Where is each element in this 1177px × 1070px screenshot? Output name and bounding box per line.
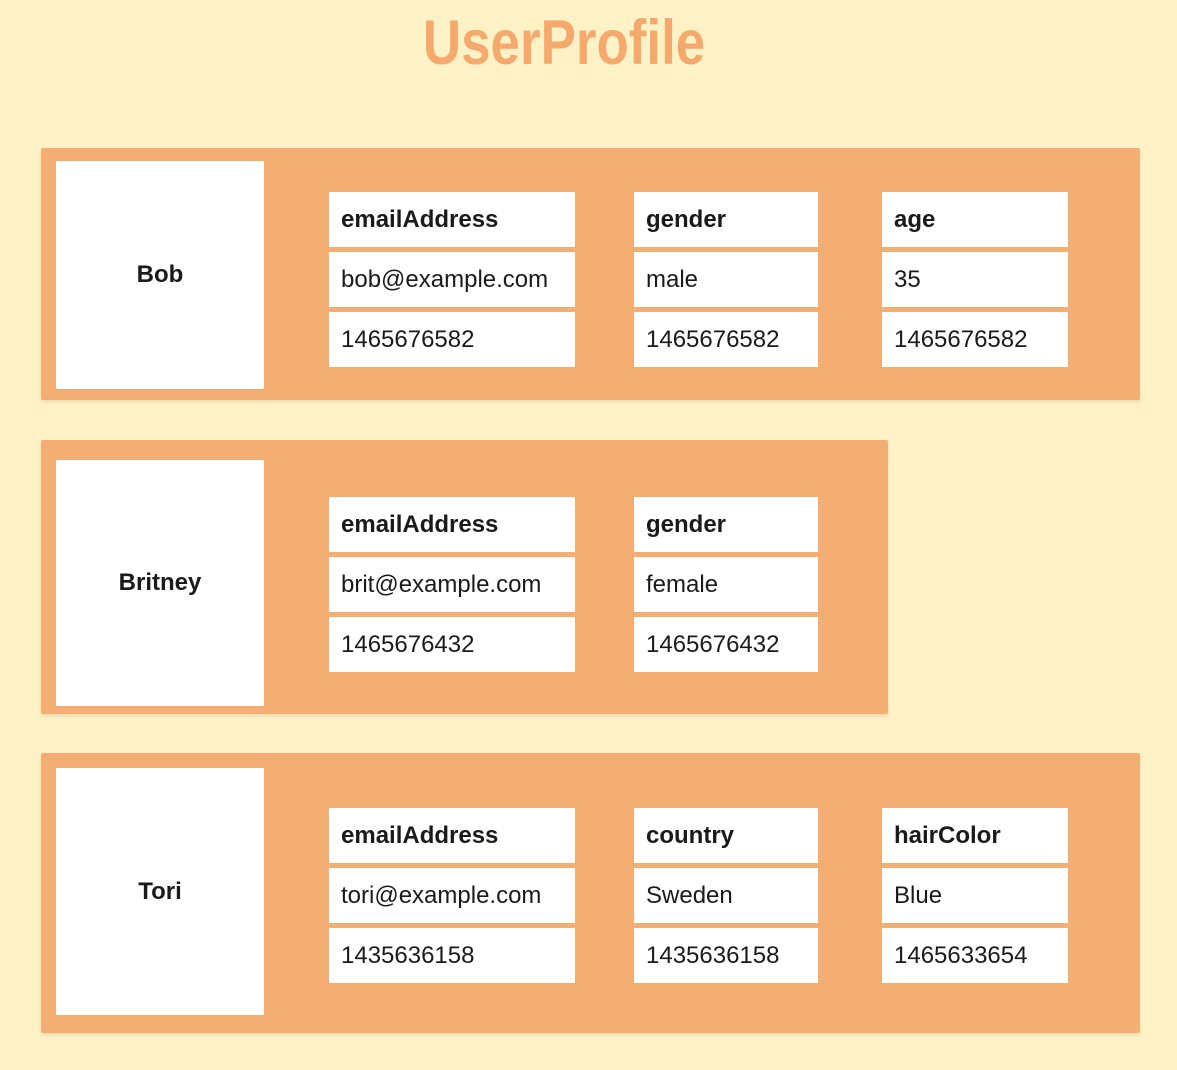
column-name-cell: gender xyxy=(634,192,818,247)
column-value-cell: Sweden xyxy=(634,868,818,923)
column-value-cell: 35 xyxy=(882,252,1068,307)
column-timestamp-cell: 1435636158 xyxy=(634,928,818,983)
column-group: emailAddress tori@example.com 1435636158 xyxy=(329,808,575,983)
column-timestamp-cell: 1465633654 xyxy=(882,928,1068,983)
column-timestamp-cell: 1465676432 xyxy=(634,617,818,672)
column-name-cell: age xyxy=(882,192,1068,247)
column-timestamp-cell: 1435636158 xyxy=(329,928,575,983)
column-group: emailAddress bob@example.com 1465676582 xyxy=(329,192,575,367)
column-value-cell: tori@example.com xyxy=(329,868,575,923)
column-group: emailAddress brit@example.com 1465676432 xyxy=(329,497,575,672)
column-timestamp-cell: 1465676582 xyxy=(882,312,1068,367)
row-key-cell: Tori xyxy=(56,768,264,1015)
row-band-bob: Bob emailAddress bob@example.com 1465676… xyxy=(41,148,1140,400)
column-name-cell: hairColor xyxy=(882,808,1068,863)
column-value-cell: brit@example.com xyxy=(329,557,575,612)
column-value-cell: Blue xyxy=(882,868,1068,923)
column-value-cell: bob@example.com xyxy=(329,252,575,307)
column-name-cell: country xyxy=(634,808,818,863)
column-value-cell: male xyxy=(634,252,818,307)
column-name-cell: gender xyxy=(634,497,818,552)
column-timestamp-cell: 1465676432 xyxy=(329,617,575,672)
column-timestamp-cell: 1465676582 xyxy=(634,312,818,367)
row-key-cell: Britney xyxy=(56,460,264,706)
column-group: gender female 1465676432 xyxy=(634,497,818,672)
column-timestamp-cell: 1465676582 xyxy=(329,312,575,367)
row-band-britney: Britney emailAddress brit@example.com 14… xyxy=(41,440,888,714)
page-title-text: UserProfile xyxy=(422,8,706,78)
column-group: gender male 1465676582 xyxy=(634,192,818,367)
row-band-tori: Tori emailAddress tori@example.com 14356… xyxy=(41,753,1140,1033)
column-group: hairColor Blue 1465633654 xyxy=(882,808,1068,983)
column-group: age 35 1465676582 xyxy=(882,192,1068,367)
column-name-cell: emailAddress xyxy=(329,497,575,552)
column-value-cell: female xyxy=(634,557,818,612)
page-title: UserProfile xyxy=(0,8,1128,78)
column-group: country Sweden 1435636158 xyxy=(634,808,818,983)
column-name-cell: emailAddress xyxy=(329,808,575,863)
column-name-cell: emailAddress xyxy=(329,192,575,247)
row-key-cell: Bob xyxy=(56,161,264,389)
